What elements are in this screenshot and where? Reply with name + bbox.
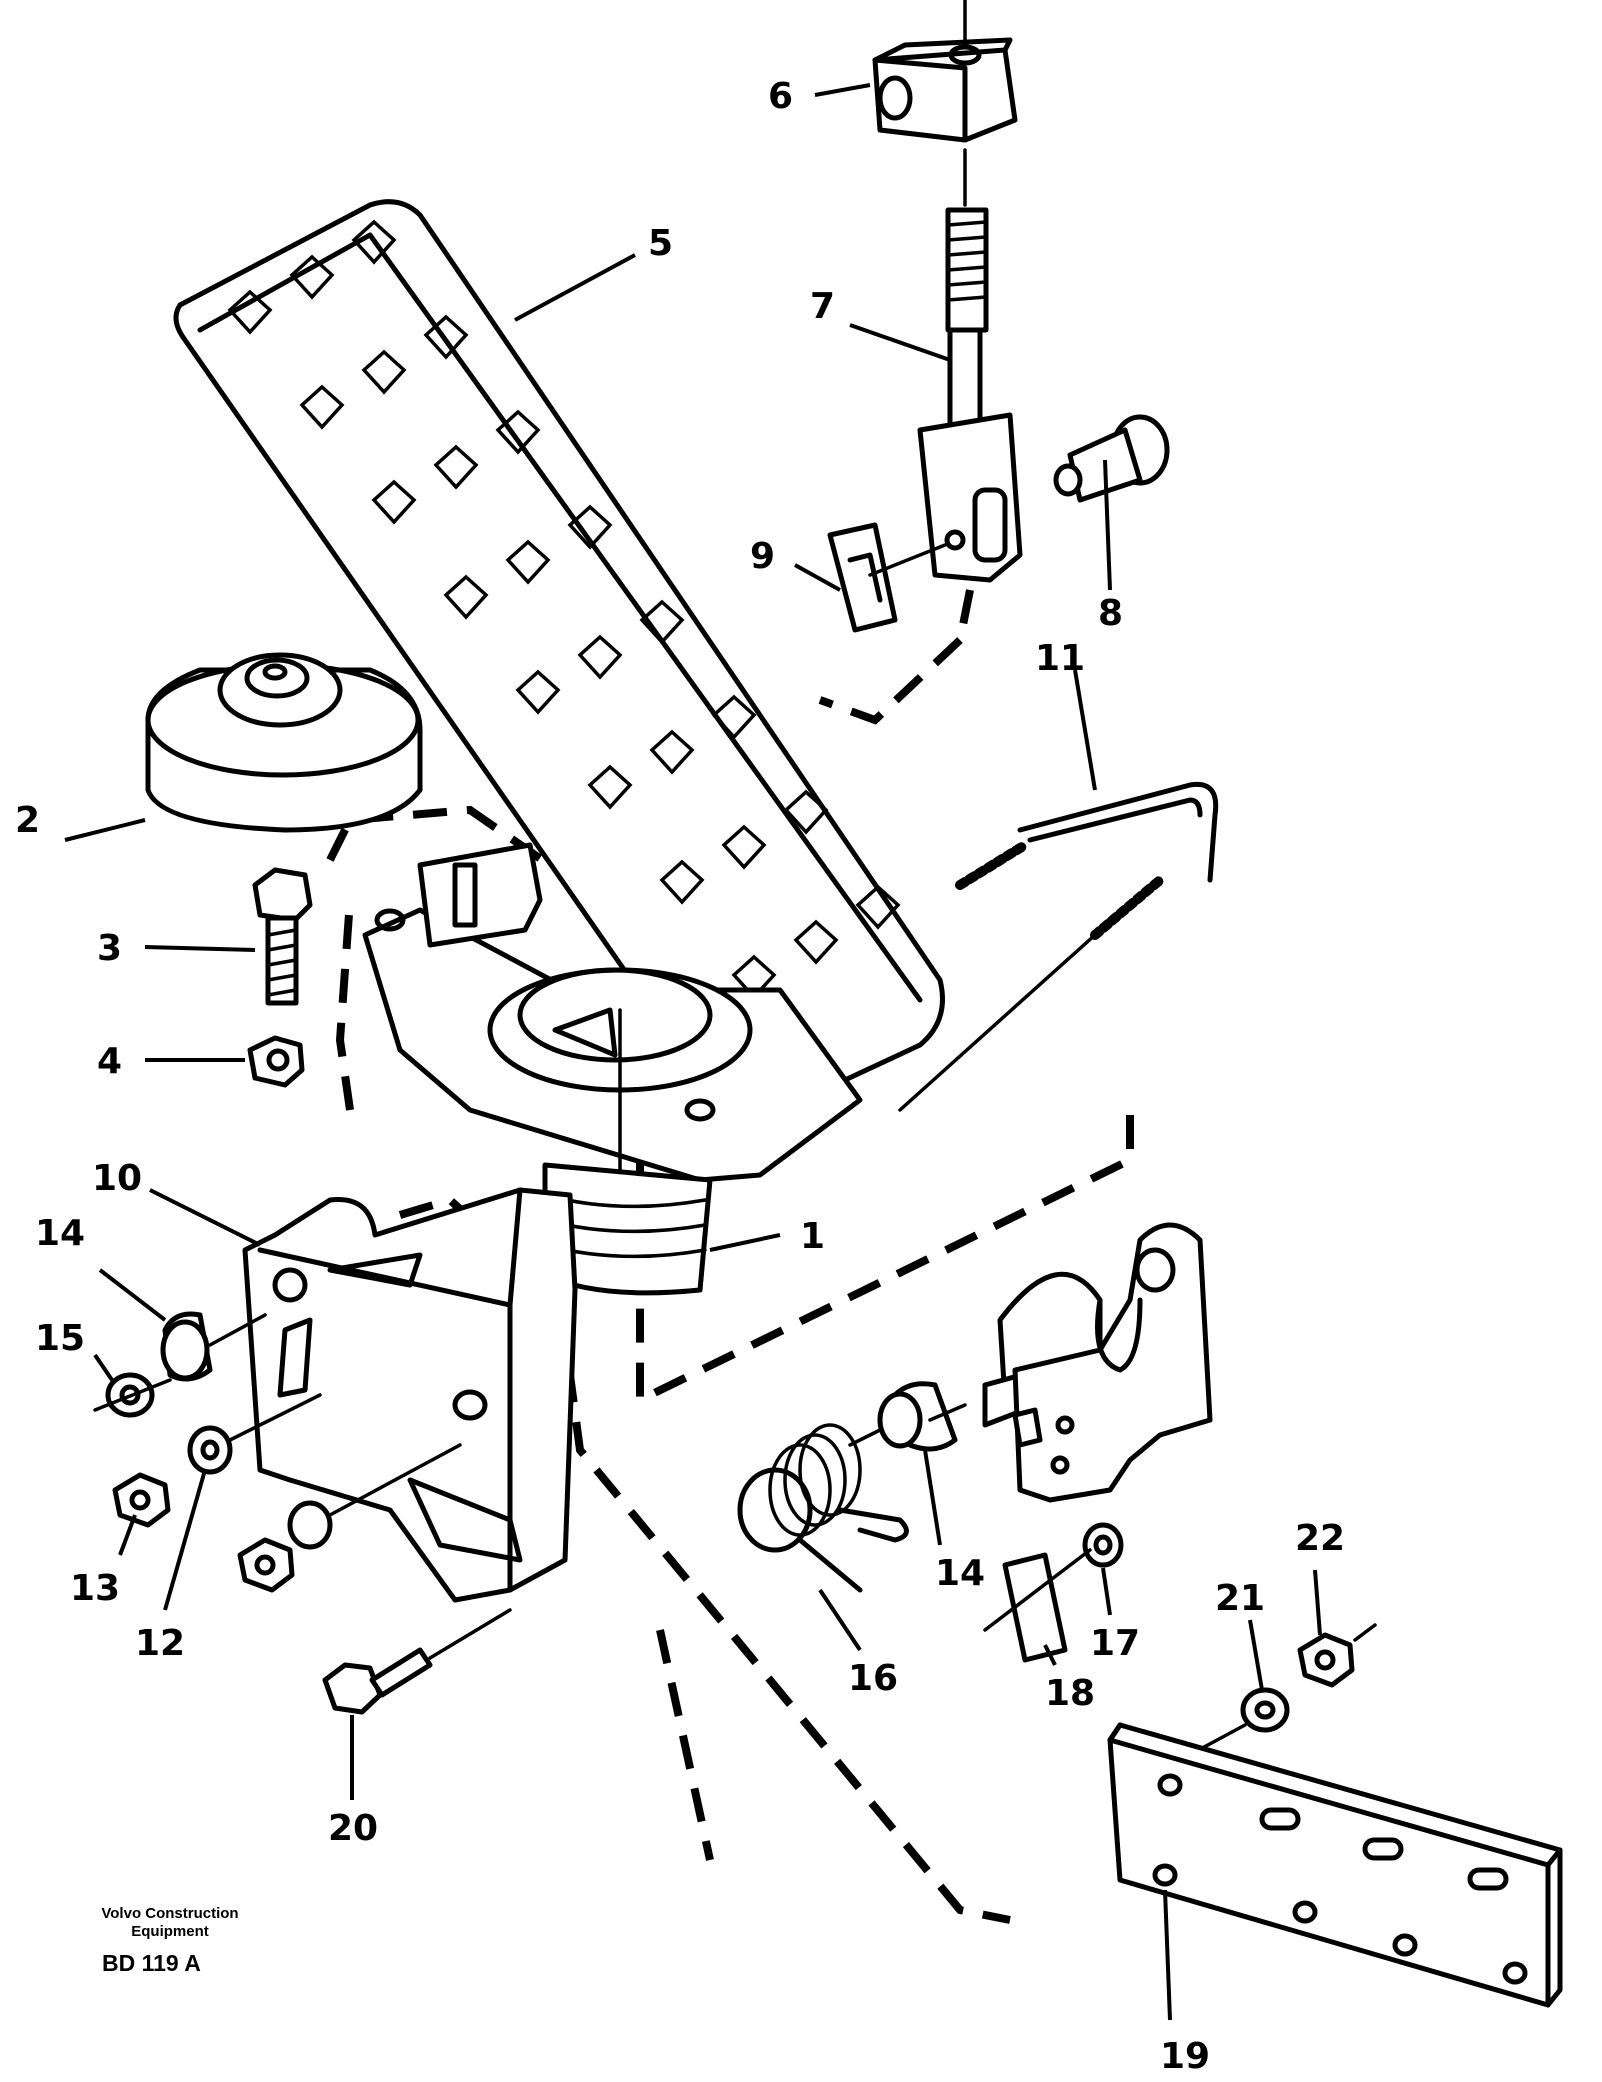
part-5-pedal-plate [173, 199, 945, 1121]
part-7-clevis-rod [917, 207, 1023, 583]
tread-diamond [289, 254, 335, 300]
tread-diamond [567, 504, 613, 550]
callout-17: 17 [1090, 1623, 1140, 1664]
tread-diamond [227, 289, 273, 335]
part-8-clevis-pin [1053, 414, 1170, 503]
tread-diamond [423, 314, 469, 360]
callout-16: 16 [848, 1658, 898, 1699]
diagram-code: BD 119 A [102, 1950, 201, 1976]
callout-9: 9 [750, 536, 775, 577]
callout-2: 2 [15, 800, 40, 841]
callout-15: 15 [35, 1318, 85, 1359]
part-15-lock-washer [93, 1372, 172, 1418]
company-credit: Volvo Construction Equipment [60, 1905, 280, 1941]
part-16-torsion-spring [737, 1423, 909, 1593]
callout-1: 1 [800, 1216, 825, 1257]
tread-diamond [433, 444, 479, 490]
tread-diamond [855, 884, 901, 930]
callout-22: 22 [1295, 1518, 1345, 1559]
part-11-return-spring [898, 781, 1219, 1112]
part-19-mounting-plate [1107, 1722, 1563, 2008]
part-3-bolt [252, 867, 313, 1006]
part-2-rubber-stop [145, 652, 423, 833]
part-17-washer [1082, 1522, 1124, 1568]
tread-diamond [577, 634, 623, 680]
tread-diamond [299, 384, 345, 430]
tread-diamond [495, 409, 541, 455]
part-12-washer [187, 1393, 322, 1475]
pedal-tread-pattern [227, 219, 901, 1000]
part-14-bushing-right [848, 1381, 958, 1452]
tread-diamond [639, 599, 685, 645]
part-18-clip [983, 1548, 1092, 1663]
leader-lines [64, 83, 1322, 2021]
tread-diamond [515, 669, 561, 715]
tread-diamond [711, 694, 757, 740]
tread-diamond [721, 824, 767, 870]
part-9-spring-clip [827, 522, 947, 633]
part-21-washer [1240, 1687, 1290, 1733]
part-1-pedal-base-sensor [362, 842, 863, 1296]
tread-diamond [371, 479, 417, 525]
tread-diamond [351, 219, 397, 265]
callout-8: 8 [1098, 593, 1123, 634]
tread-diamond [793, 919, 839, 965]
tread-diamond [361, 349, 407, 395]
nut-and-washer-center [237, 1443, 462, 1593]
company-line-2: Equipment [131, 1923, 209, 1940]
callout-20: 20 [328, 1808, 378, 1849]
tread-diamond [649, 729, 695, 775]
callout-7: 7 [810, 286, 835, 327]
part-10-bracket [242, 1187, 578, 1603]
callout-6: 6 [768, 76, 793, 117]
part-14-bushing-left [160, 1311, 267, 1382]
tread-diamond [659, 859, 705, 905]
tread-diamond [587, 764, 633, 810]
callout-21: 21 [1215, 1578, 1265, 1619]
tread-diamond [443, 574, 489, 620]
part-4-nut [247, 1035, 305, 1088]
lever-assembly [928, 1222, 1213, 1503]
callout-4: 4 [97, 1041, 122, 1082]
callout-19: 19 [1160, 2036, 1210, 2077]
callout-14-right: 14 [935, 1553, 985, 1594]
callout-11: 11 [1035, 638, 1085, 679]
tread-diamond [505, 539, 551, 585]
callout-13: 13 [70, 1568, 120, 1609]
callout-12: 12 [135, 1623, 185, 1664]
callout-14-left: 14 [35, 1213, 85, 1254]
callout-3: 3 [97, 928, 122, 969]
part-6-block [872, 0, 1018, 207]
company-line-1: Volvo Construction [101, 1905, 239, 1922]
part-20-bolt [322, 1608, 512, 1715]
callout-5: 5 [648, 223, 673, 264]
callout-labels: 1 2 3 4 5 6 7 8 9 10 11 12 13 14 14 15 1… [15, 76, 1345, 2077]
part-13-nut [112, 1472, 171, 1528]
callout-18: 18 [1045, 1673, 1095, 1714]
callout-10: 10 [92, 1158, 142, 1199]
tread-diamond [783, 789, 829, 835]
